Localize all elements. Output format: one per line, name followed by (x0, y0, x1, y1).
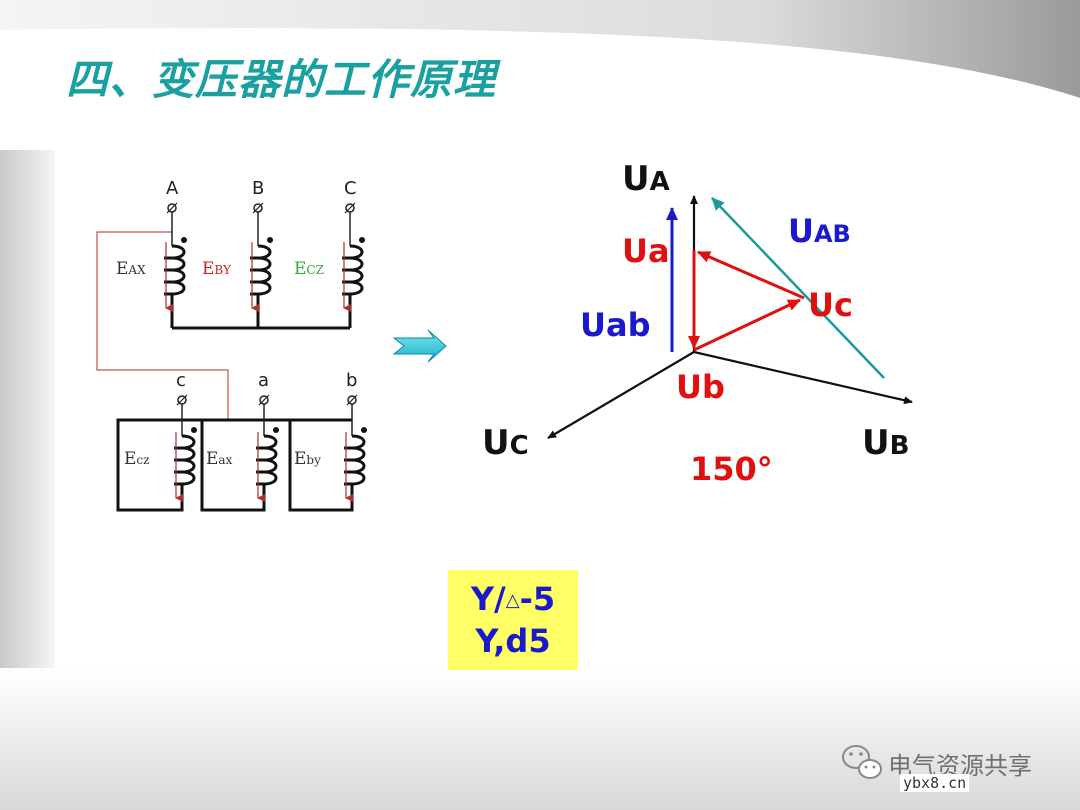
primary-terminal-label: B (252, 178, 264, 199)
primary-winding-1: B EBY (202, 178, 273, 312)
delta-symbol: △ (505, 590, 520, 611)
coil (174, 434, 196, 486)
secondary-delta-loop-1 (116, 418, 184, 512)
phasor-Ua (697, 250, 805, 300)
phasor-UAB (711, 197, 885, 379)
secondary-terminal-label: a (258, 370, 269, 391)
secondary-terminal-label: b (346, 370, 357, 391)
coil (344, 434, 366, 486)
secondary-emf-label: Ecz (124, 449, 149, 469)
label-Uab: Uab (580, 306, 650, 344)
secondary-emf-label: Eby (294, 449, 321, 469)
wechat-icon (842, 745, 882, 779)
primary-terminal-label: A (166, 178, 179, 199)
coil (164, 244, 186, 296)
coil (250, 244, 272, 296)
primary-emf-label: EBY (202, 259, 232, 279)
secondary-emf-label: Eax (206, 449, 233, 469)
watermark-url: ybx8.cn (900, 774, 970, 792)
polarity-dot (267, 237, 273, 243)
label-UA: UA (622, 159, 670, 199)
label-Uc: Uc (808, 286, 853, 324)
phasor-UC (547, 351, 695, 439)
coil (342, 244, 364, 296)
label-Ub: Ub (676, 368, 725, 406)
coil (256, 434, 278, 486)
connection-group-box: Y/△-5 Y,d5 (448, 570, 578, 670)
phasor-UB (693, 350, 913, 405)
connection-wire-A (96, 231, 229, 420)
primary-emf-label: EAX (116, 259, 146, 279)
right-arrow-icon (392, 329, 447, 363)
polarity-dot (191, 427, 197, 433)
polarity-dot (359, 237, 365, 243)
connection-group-line-1: Y/△-5 (470, 580, 556, 618)
label-Ua: Ua (622, 232, 670, 270)
connection-group-line-2: Y,d5 (475, 622, 551, 660)
page-title: 四、变压器的工作原理 (66, 55, 497, 104)
label-UC: UC (482, 423, 529, 463)
primary-winding-2: C ECZ (294, 178, 365, 312)
label-UB: UB (862, 423, 909, 463)
polarity-dot (181, 237, 187, 243)
label-UAB: UAB (788, 212, 851, 250)
secondary-delta-loop-3 (288, 418, 354, 512)
angle-label: 150° (690, 450, 773, 488)
phasor-diagram: UA UAB Ua Uc Uab Ub UC UB 150° (482, 159, 913, 488)
primary-terminal-label: C (344, 178, 357, 199)
secondary-delta-loop-2 (200, 418, 266, 512)
polarity-dot (361, 427, 367, 433)
secondary-terminal-label: c (176, 370, 186, 391)
primary-winding-0: A EAX (116, 178, 187, 312)
primary-emf-label: ECZ (294, 259, 324, 279)
polarity-dot (273, 427, 279, 433)
phasor-Uc (693, 298, 801, 352)
